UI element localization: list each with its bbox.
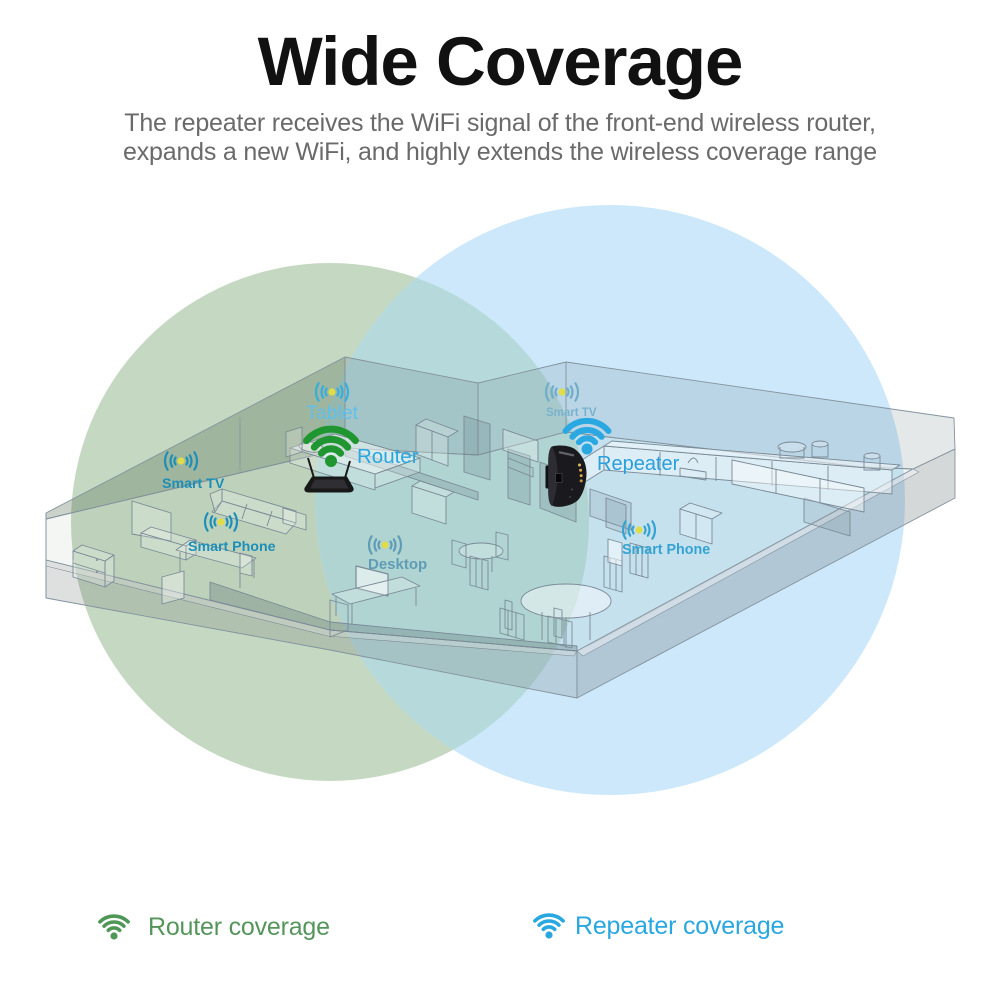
svg-text:Smart TV: Smart TV: [162, 476, 225, 492]
svg-text:Smart Phone: Smart Phone: [188, 539, 276, 555]
svg-text:Smart Phone: Smart Phone: [622, 542, 710, 558]
svg-text:Router: Router: [357, 445, 419, 468]
svg-text:Repeater: Repeater: [597, 453, 680, 475]
svg-text:Smart TV: Smart TV: [546, 407, 597, 419]
svg-text:Tablet: Tablet: [306, 402, 359, 424]
svg-text:Desktop: Desktop: [368, 556, 427, 573]
